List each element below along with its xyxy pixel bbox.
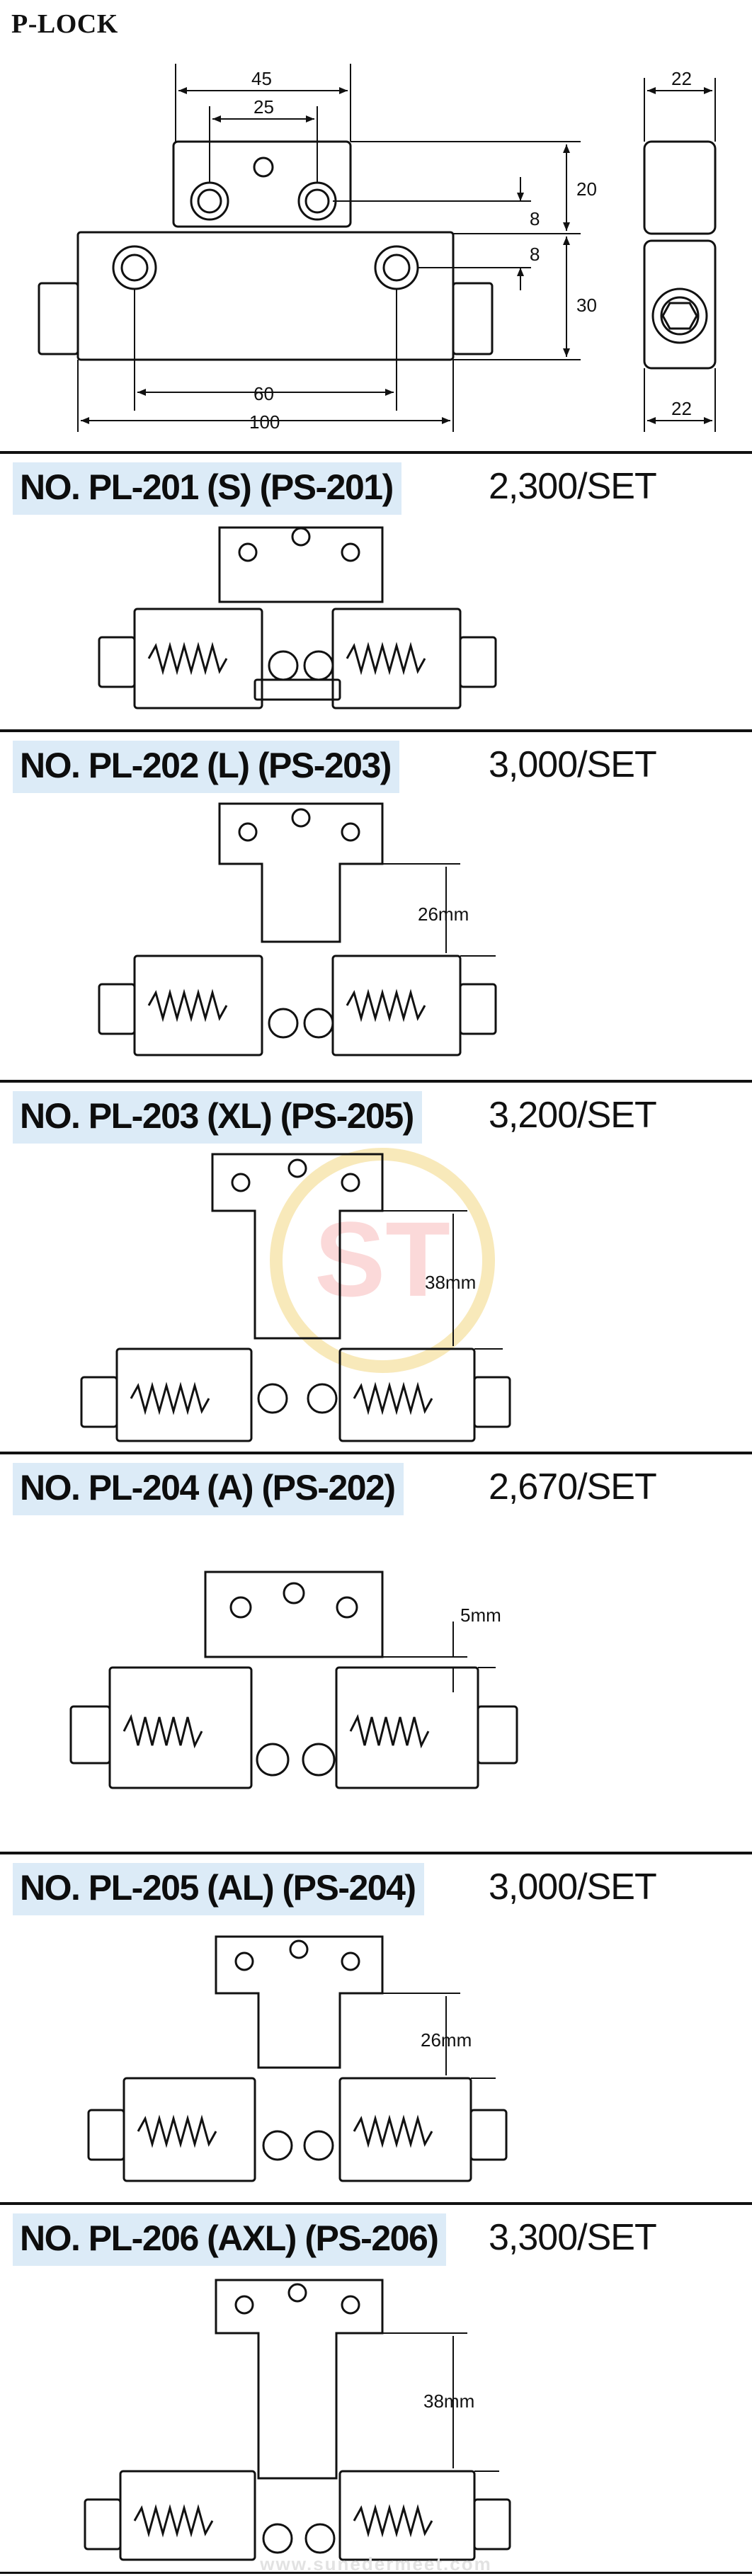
price-label: 2,670/SET xyxy=(489,1466,657,1508)
dim-30: 30 xyxy=(576,295,597,316)
drop-label: 26mm xyxy=(418,904,469,925)
divider-2 xyxy=(0,1080,752,1083)
divider-3 xyxy=(0,1452,752,1454)
price-label: 3,300/SET xyxy=(489,2217,657,2258)
product-drawing-5: 26mm xyxy=(87,1935,508,2182)
dim-45: 45 xyxy=(251,68,272,89)
product-drawing-6: 38mm xyxy=(84,2279,511,2561)
product-drawing-1 xyxy=(98,526,497,709)
drop-label: 38mm xyxy=(425,1272,476,1293)
price-label: 2,300/SET xyxy=(489,466,657,507)
model-label: NO. PL-202 (L) (PS-203) xyxy=(13,741,399,793)
svg-text:ST: ST xyxy=(314,1199,450,1318)
drop-label: 26mm xyxy=(421,2029,472,2051)
dim-25: 25 xyxy=(253,96,274,118)
dim-22-top: 22 xyxy=(671,68,692,89)
side-view-top xyxy=(643,140,717,235)
dim-8a: 8 xyxy=(530,208,540,229)
dim-8b: 8 xyxy=(530,244,540,265)
price-label: 3,200/SET xyxy=(489,1095,657,1136)
dimension-drawing: 45 25 22 20 8 8 30 60 100 22 xyxy=(38,64,717,433)
product-drawing-2: 26mm xyxy=(98,802,497,1056)
watermark-text: www.sunedermeet.com xyxy=(260,2553,492,2575)
dim-20: 20 xyxy=(576,178,597,200)
product-header-4: NO. PL-204 (A) (PS-202) 2,670/SET xyxy=(7,1454,744,1515)
divider-4 xyxy=(0,1852,752,1854)
divider-1 xyxy=(0,729,752,732)
price-label: 3,000/SET xyxy=(489,1867,657,1908)
product-header-1: NO. PL-201 (S) (PS-201) 2,300/SET xyxy=(7,454,744,515)
dim-100: 100 xyxy=(249,411,280,433)
catch-plate xyxy=(172,140,352,228)
model-label: NO. PL-206 (AXL) (PS-206) xyxy=(13,2213,447,2266)
dim-22-bottom: 22 xyxy=(671,398,692,419)
divider-5 xyxy=(0,2202,752,2205)
drop-label: 38mm xyxy=(423,2390,474,2412)
model-label: NO. PL-204 (A) (PS-202) xyxy=(13,1463,404,1515)
divider-bottom xyxy=(0,2572,752,2574)
model-label: NO. PL-203 (XL) (PS-205) xyxy=(13,1091,422,1144)
model-label: NO. PL-205 (AL) (PS-204) xyxy=(13,1863,424,1915)
product-drawing-3: 38mm xyxy=(80,1153,511,1442)
side-view-bottom xyxy=(643,239,717,370)
page-title: P-LOCK xyxy=(11,9,118,39)
drop-label: 5mm xyxy=(460,1605,501,1626)
dim-60: 60 xyxy=(253,383,274,404)
product-header-5: NO. PL-205 (AL) (PS-204) 3,000/SET xyxy=(7,1854,744,1915)
product-header-2: NO. PL-202 (L) (PS-203) 3,000/SET xyxy=(7,732,744,793)
product-header-3: NO. PL-203 (XL) (PS-205) 3,200/SET xyxy=(7,1083,744,1144)
price-label: 3,000/SET xyxy=(489,744,657,785)
model-label: NO. PL-201 (S) (PS-201) xyxy=(13,462,401,515)
product-drawing-4: 5mm xyxy=(69,1571,518,1789)
divider-0 xyxy=(0,451,752,454)
product-header-6: NO. PL-206 (AXL) (PS-206) 3,300/SET xyxy=(7,2205,744,2266)
